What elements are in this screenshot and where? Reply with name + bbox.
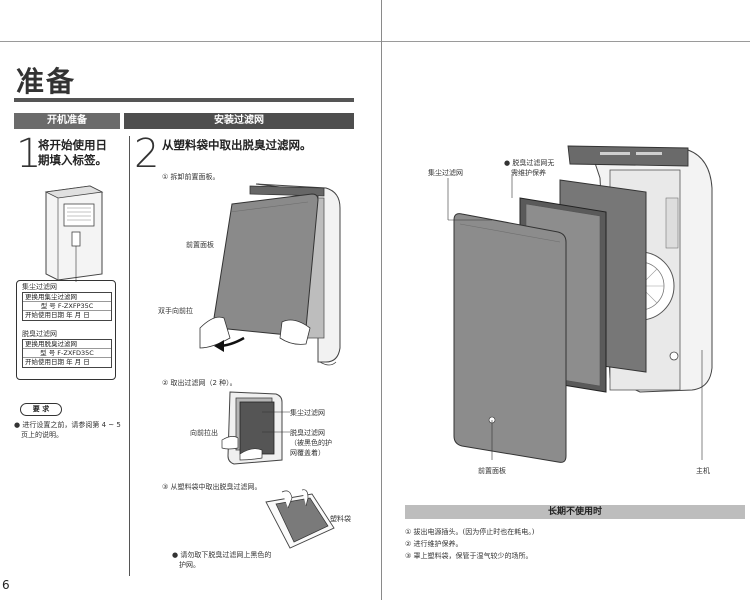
page-title: 准备 [16,65,77,98]
right-callout-main-unit: 主机 [696,467,710,475]
filter-leader-lines [262,411,290,433]
callout-dust-filter: 集尘过滤网 [290,409,325,417]
substep-remove-filters: ② 取出过滤网（2 种）。 [162,379,237,387]
long-term-storage-bar: 长期不使用时 [405,505,745,519]
right-callout-dust-filter: 集尘过滤网 [428,169,463,177]
step1-heading: 将开始使用日 期填入标签。 [38,138,107,168]
callout-plastic-bag: 塑料袋 [330,515,351,523]
callout-deodor-note2: 网覆盖着） [290,449,325,457]
page-gutter [381,0,382,600]
step1-heading-line1: 将开始使用日 [38,138,107,152]
sticker-deodor-row1: 更换用脱臭过滤网 [23,340,111,349]
step2-heading: 从塑料袋中取出脱臭过滤网。 [162,138,312,152]
title-underline [14,98,354,102]
exploded-view-illustration [453,145,713,463]
callout-pull-forward: 向前拉出 [190,429,218,437]
purifier-small-illustration [44,185,104,282]
requirement-badge: 要 求 [20,403,62,416]
column-divider [129,136,130,576]
step1-number: 1 [16,131,42,177]
callout-front-panel: 前置面板 [186,241,214,249]
plastic-bag-illustration [265,489,335,549]
sticker-dust-row2: 型 号 F-ZXFP35C [23,302,111,311]
substep-remove-from-bag: ③ 从塑料袋中取出脱臭过滤网。 [162,483,262,491]
callout-deodor-note1: （被黑色的护 [290,439,332,447]
right-callout-deodor-line2: 需维护保养 [511,169,546,177]
sticker-deodor-label: 脱臭过滤网 [22,330,57,338]
requirement-text: ● 进行设置之前，请参阅第 4 ~ 5 页上的说明。 [14,420,121,440]
sticker-frame [16,280,116,380]
requirement-line2: 页上的说明。 [21,431,63,439]
right-callout-deodor-filter: ● 脱臭过滤网无 需维护保养 [504,158,554,178]
page-number: 6 [2,578,10,592]
sticker-deodor-filter: 更换用脱臭过滤网 型 号 F-ZXFD35C 开始使用日期 年 月 日 [22,339,112,368]
remove-front-panel-illustration [199,183,341,366]
section-bar-install-filter: 安装过滤网 [124,113,354,129]
substep-remove-front-panel: ① 拆卸前置面板。 [162,173,220,181]
storage-note-1: ① 拔出电源插头。(因为停止时也在耗电。) [405,528,535,536]
right-callout-deodor-line1: ● 脱臭过滤网无 [504,159,555,167]
warning-line2: 护网。 [179,561,200,569]
sticker-deodor-row2: 型 号 F-ZXFD35C [23,349,111,358]
warning-line1: ● 请勿取下脱臭过滤网上黑色的 [172,551,272,559]
sticker-deodor-row3: 开始使用日期 年 月 日 [25,358,90,366]
warning-note: ● 请勿取下脱臭过滤网上黑色的 护网。 [172,550,271,570]
callout-deodor-title: 脱臭过滤网 [290,429,325,437]
right-callout-front-panel: 前置面板 [478,467,506,475]
callout-pull-with-both-hands: 双手向前拉 [158,307,193,315]
remove-filters-illustration [221,391,283,465]
step1-heading-line2: 期填入标签。 [38,153,107,167]
sticker-dust-row3: 开始使用日期 年 月 日 [25,311,90,319]
sticker-dust-filter: 更换用集尘过滤网 型 号 F-ZXFP35C 开始使用日期 年 月 日 [22,292,112,321]
step2-number: 2 [134,131,160,177]
sticker-dust-row1: 更换用集尘过滤网 [23,293,111,302]
requirement-line1: ● 进行设置之前，请参阅第 4 ~ 5 [14,421,121,429]
storage-note-2: ② 进行维护保养。 [405,540,463,548]
sticker-dust-label: 集尘过滤网 [22,283,57,291]
storage-note-3: ③ 罩上塑料袋，保管于湿气较少的场所。 [405,552,533,560]
page-top-rule [0,41,750,42]
section-bar-prepare: 开机准备 [14,113,120,129]
callout-deodor-filter: 脱臭过滤网 （被黑色的护 网覆盖着） [290,428,332,458]
right-leader-lines [447,174,703,460]
